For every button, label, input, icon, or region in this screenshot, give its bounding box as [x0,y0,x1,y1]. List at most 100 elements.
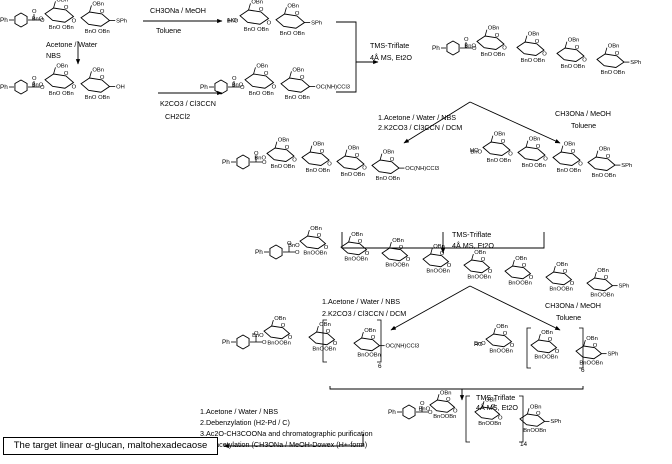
pyranose-ring [575,345,603,360]
label-obn: OBn [564,142,576,148]
arrow-6 [469,101,561,144]
label-glycosidic-o: O [333,341,338,347]
pyranose-ring [244,73,275,89]
bond [525,140,529,148]
bond [309,145,313,153]
label-bno: BnO [306,168,318,174]
bond [253,67,256,75]
label-bno: BnO [285,95,297,101]
label-obn: OBn [392,238,404,244]
bond [307,229,310,237]
final-step-1: 1.Acetone / Water / NBS [200,407,278,416]
label-glycosidic-o: O [72,18,77,24]
bond [53,1,56,9]
label-obn: OBn [274,316,286,322]
bond [274,141,278,149]
label-obn: OBn [98,95,110,101]
label-ring-o: O [548,337,553,343]
bond [361,331,364,339]
label-glycosidic-o: O [447,263,452,269]
label-ho: HO [470,148,479,154]
label-bno: BnO [592,173,604,179]
reagent-r8-b: 2.K2CO3 / Cl3CCN / DCM [322,309,406,318]
label-glycosidic-o: O [267,20,272,26]
label-carbonyl-o: O [464,37,469,43]
label-obn: OBn [92,67,104,73]
label-glycosidic-o: O [327,162,332,168]
pyranose-ring [596,53,625,68]
bond [490,135,494,143]
label-ring-o: O [64,71,69,77]
label-ring-o: O [491,404,496,410]
label-obn: OBn [383,150,395,156]
label-ring-o: O [371,335,376,341]
pyranose-ring [586,277,614,292]
label-glycosidic-o: O [502,46,507,52]
repeat-bracket-left [526,327,531,369]
label-obn: OBn [62,91,74,97]
label-ho: HO [474,342,483,348]
label-obn: OBn [251,0,263,5]
label-ho: HO [228,18,237,24]
label-ring-o: O [495,33,500,39]
label-glycosidic-o: O [582,58,587,64]
final-step-2: 2.Debenzylation (H2-Pd / C) [200,418,290,427]
reaction-arrows [75,18,584,449]
pyranose-ring [336,155,365,170]
label-ph: Ph [432,45,440,52]
label-bno: BnO [464,44,476,50]
label-ring-o: O [522,263,527,269]
label-ph: Ph [0,84,8,91]
label-obn: OBn [602,293,614,299]
label-ring-o: O [440,251,445,257]
reagent-r5-a: 1.Acetone / Water / NBS [378,113,456,122]
label-obn: OBn [529,137,541,143]
label-anomeric: SPh [618,283,629,289]
label-obn: OBn [530,404,542,410]
label-ring-o: O [264,71,269,77]
reagent-labels: CH3ONa / MeOH Toluene Acetone / Water NB… [46,6,611,449]
label-ring-o: O [100,9,105,15]
bond [89,71,92,79]
label-bno: BnO [433,414,445,420]
label-obn: OBn [604,173,616,179]
label-bno: BnO [49,25,61,31]
target-product-box: The target linear α-glucan, maltohexadec… [3,437,218,455]
label-obn: OBn [573,64,585,70]
label-obn: OBn [257,27,269,33]
label-ester-o: O [295,250,300,256]
bond [564,41,568,49]
label-bno: BnO [426,269,438,275]
label-obn: OBn [493,52,505,58]
phenyl-ring [14,12,28,28]
arrow-5 [403,101,471,144]
label-bno: BnO [561,64,573,70]
arrow-7b [443,232,545,249]
label-glycosidic-o: O [488,269,493,275]
reagent-r5-b: 2.K2CO3 / Cl3CCN / DCM [378,123,462,132]
pyranose-ring [517,146,546,161]
repeat-bracket-left [322,319,327,363]
label-ester-o: O [428,410,433,416]
phenyl-ring [446,40,460,56]
pyranose-ring [504,265,532,280]
label-obn: OBn [287,3,299,9]
label-carbonyl-o: O [32,9,37,15]
label-ring-o: O [358,239,363,245]
